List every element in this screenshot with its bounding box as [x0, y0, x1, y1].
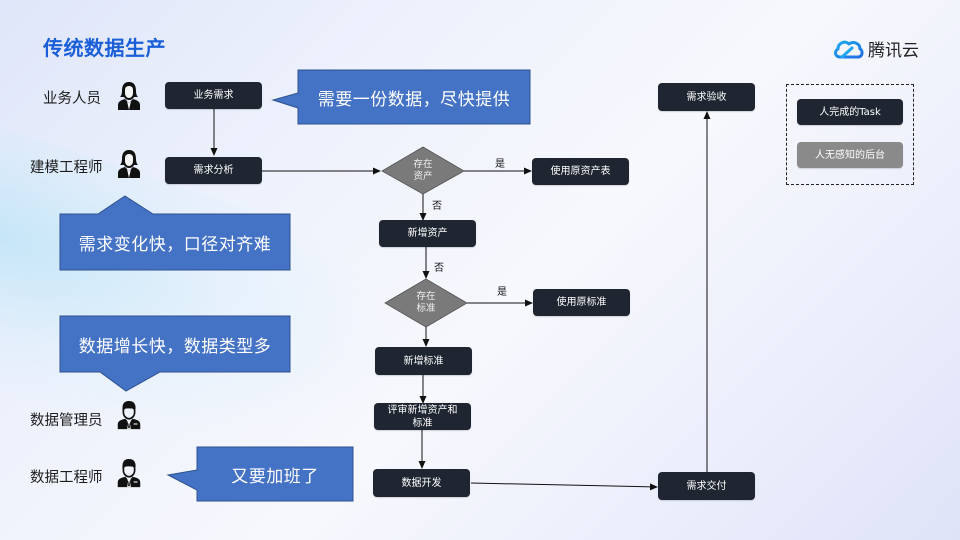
callout-text-2: 需求变化快，口径对齐难: [78, 234, 272, 255]
callout-text-1: 需要一份数据，尽快提供: [317, 89, 511, 110]
edge-label-yes-2: 是: [497, 287, 507, 298]
callout-shape-3: [59, 315, 291, 392]
male-user-icon: [117, 400, 141, 430]
role-label-business: 业务人员: [43, 91, 101, 107]
legend-background: 人无感知的后台: [797, 142, 903, 168]
node-requirement-acceptance[interactable]: 需求验收: [658, 83, 755, 111]
callout-shape-4: [166, 446, 354, 502]
edge-label-no-1: 否: [432, 201, 442, 212]
page-title: 传统数据生产: [43, 36, 166, 60]
node-review[interactable]: 评审新增资产和 标准: [374, 403, 471, 430]
edge-label-no-2: 否: [434, 263, 444, 274]
brand-logo: 腾讯云: [832, 36, 919, 61]
role-label-modeler: 建模工程师: [30, 160, 103, 176]
callout-shape-1: [271, 69, 531, 125]
node-data-development[interactable]: 数据开发: [373, 469, 470, 497]
node-business-request[interactable]: 业务需求: [165, 82, 262, 109]
node-requirement-analysis[interactable]: 需求分析: [165, 157, 262, 184]
callout-text-3: 数据增长快，数据类型多: [78, 336, 272, 357]
role-label-data-admin: 数据管理员: [30, 413, 103, 429]
legend-human-task: 人完成的Task: [797, 99, 903, 125]
decision-standard-exists-label: 存在 标准: [416, 291, 436, 314]
cloud-logo-icon: [834, 40, 864, 58]
callout-text-4: 又要加班了: [231, 466, 319, 487]
edge-label-yes-1: 是: [495, 159, 505, 170]
role-label-data-engineer: 数据工程师: [30, 470, 103, 486]
male-user-icon: [117, 458, 141, 488]
brand-name: 腾讯云: [868, 41, 919, 61]
node-use-original-standard[interactable]: 使用原标准: [533, 289, 630, 316]
edge-dev-to-delivery: [470, 482, 658, 491]
node-requirement-delivery[interactable]: 需求交付: [658, 472, 755, 500]
decision-asset-exists-label: 存在 资产: [413, 159, 433, 182]
node-new-standard[interactable]: 新增标准: [375, 347, 472, 375]
female-user-icon: [118, 82, 140, 110]
node-new-asset[interactable]: 新增资产: [379, 220, 476, 247]
callout-shape-2: [59, 195, 291, 271]
node-use-original-asset[interactable]: 使用原资产表: [532, 158, 629, 185]
legend: [786, 84, 914, 185]
female-user-icon: [118, 150, 140, 178]
